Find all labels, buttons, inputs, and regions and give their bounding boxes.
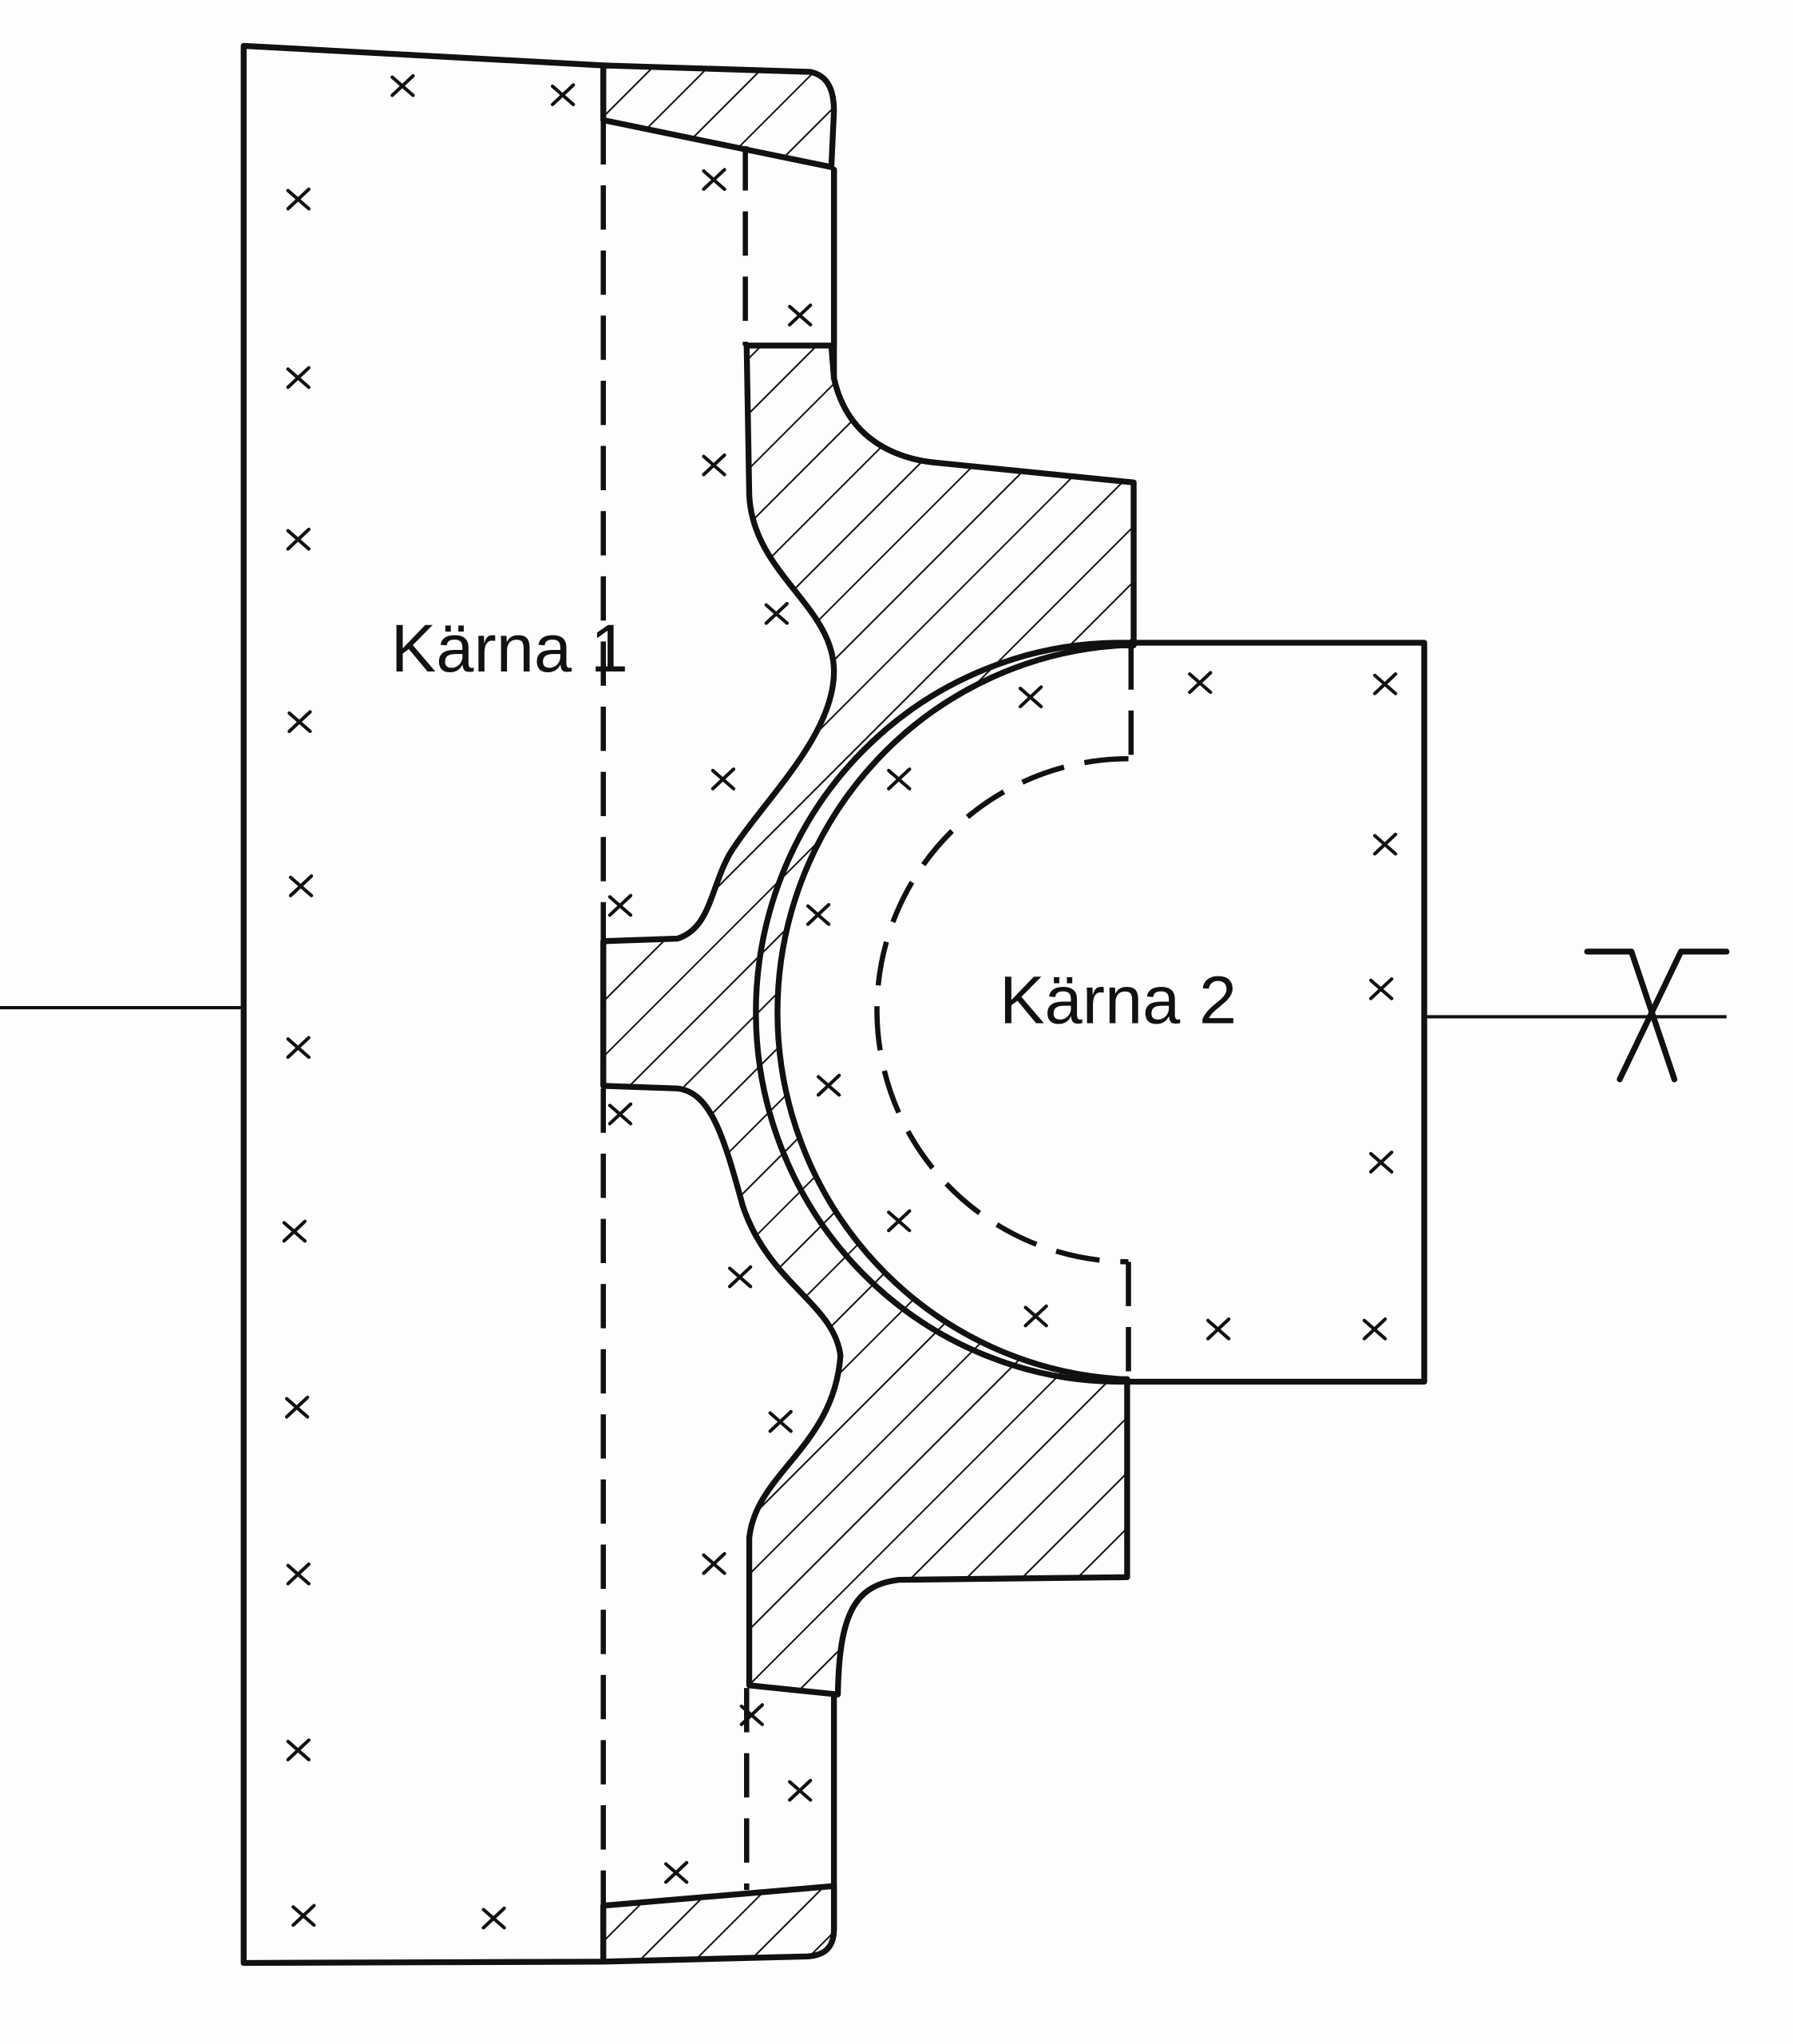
sand-mark-icon [291,1903,316,1927]
sand-mark-icon [286,187,311,211]
sand-mark-icon [805,902,831,926]
sand-mark-icon [1372,832,1398,856]
sand-mark-icon [1369,1151,1394,1174]
sand-mark-icon [284,1395,310,1419]
sand-mark-icon [663,1860,689,1884]
sand-mark-icon [288,874,314,897]
sand-mark-icon [286,527,311,551]
sand-mark-icon [282,1219,307,1243]
sand-mark-icon [788,1778,813,1802]
sand-mark-icon [608,1102,633,1126]
casting-section-top [600,62,837,170]
sand-mark-icon [390,73,415,97]
casting-section-bottom [600,1883,837,1965]
sand-marks [282,73,1398,1930]
sand-mark-icon [1018,685,1043,709]
sand-mark-icon [702,453,726,477]
sand-mark-icon [1362,1317,1387,1341]
core-2-label: Kärna 2 [999,962,1237,1038]
sand-mark-icon [764,601,790,625]
sand-mark-icon [550,83,576,107]
sand-mark-icon [1205,1317,1231,1341]
sand-mark-icon [1023,1304,1048,1328]
sand-mark-icon [286,1738,311,1761]
sand-mark-icon [286,1036,311,1060]
sand-mark-icon [286,1562,311,1586]
core-1-label: Kärna 1 [391,610,628,686]
sand-mark-icon [727,1265,753,1289]
sand-mark-icon [1188,671,1213,695]
sand-mark-icon [788,303,813,327]
sand-mark-icon [702,168,726,192]
sand-mark-icon [768,1409,793,1433]
sand-mark-icon [1372,672,1398,695]
sand-mark-icon [739,1703,764,1726]
sand-mark-icon [287,710,312,734]
sand-mark-icon [608,893,633,917]
sand-mark-icon [710,767,736,790]
sand-mark-icon [702,1551,726,1575]
sand-mark-icon [816,1073,841,1097]
core-2-outline [753,640,1427,1385]
parting-line-symbol-icon [1584,949,1730,1083]
sand-mark-icon [887,1209,912,1233]
sand-mark-icon [887,767,912,790]
casting-section-middle [600,343,1137,1697]
sand-mark-icon [286,366,311,390]
sand-mark-icon [481,1906,506,1930]
sand-mark-icon [1369,977,1394,1000]
